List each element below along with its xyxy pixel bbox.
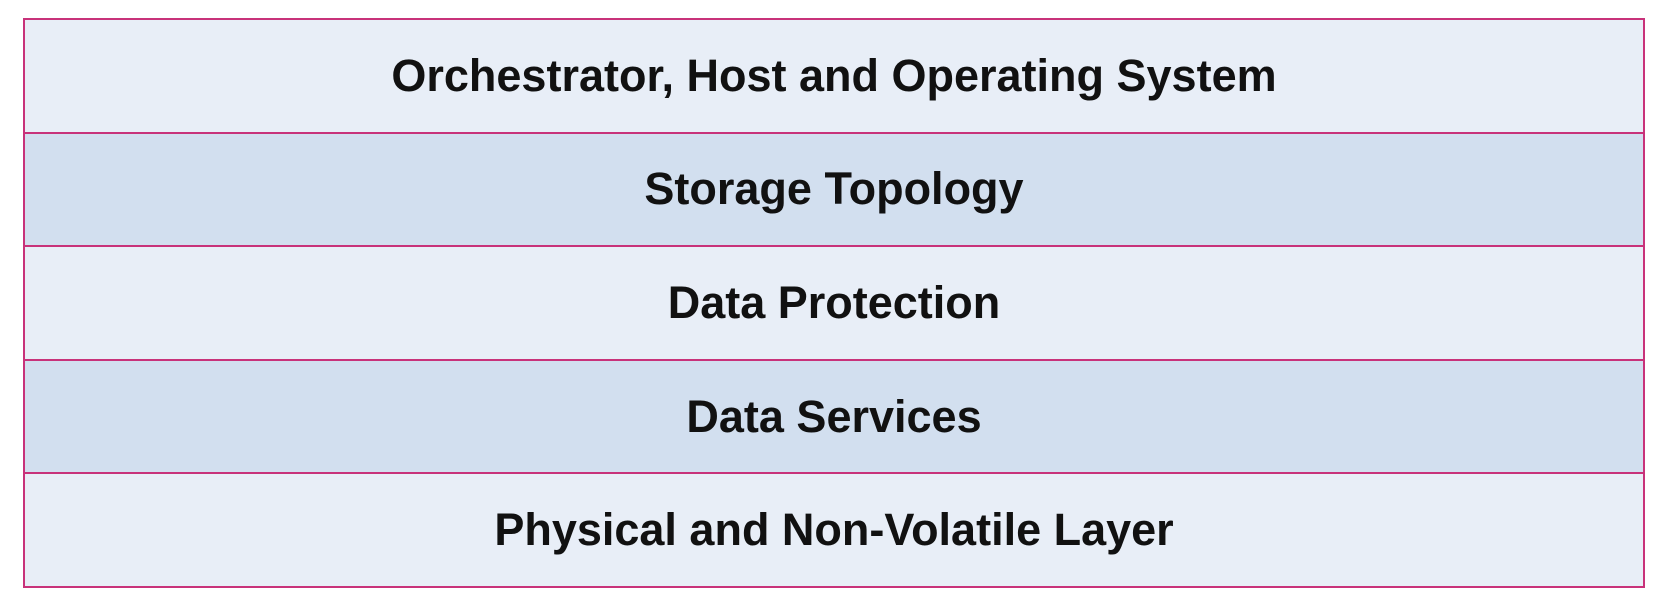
layer-label: Orchestrator, Host and Operating System (391, 49, 1277, 101)
layer-storage-topology: Storage Topology (25, 131, 1643, 246)
layer-label: Storage Topology (644, 163, 1024, 215)
layer-data-protection: Data Protection (25, 245, 1643, 359)
layer-label: Physical and Non-Volatile Layer (494, 504, 1174, 556)
layer-physical-non-volatile: Physical and Non-Volatile Layer (25, 472, 1643, 586)
layer-stack-diagram: Orchestrator, Host and Operating System … (23, 18, 1645, 588)
layer-data-services: Data Services (25, 358, 1643, 473)
layer-orchestrator-host-os: Orchestrator, Host and Operating System (25, 20, 1643, 132)
layer-label: Data Protection (667, 276, 1001, 328)
layer-label: Data Services (686, 390, 982, 442)
